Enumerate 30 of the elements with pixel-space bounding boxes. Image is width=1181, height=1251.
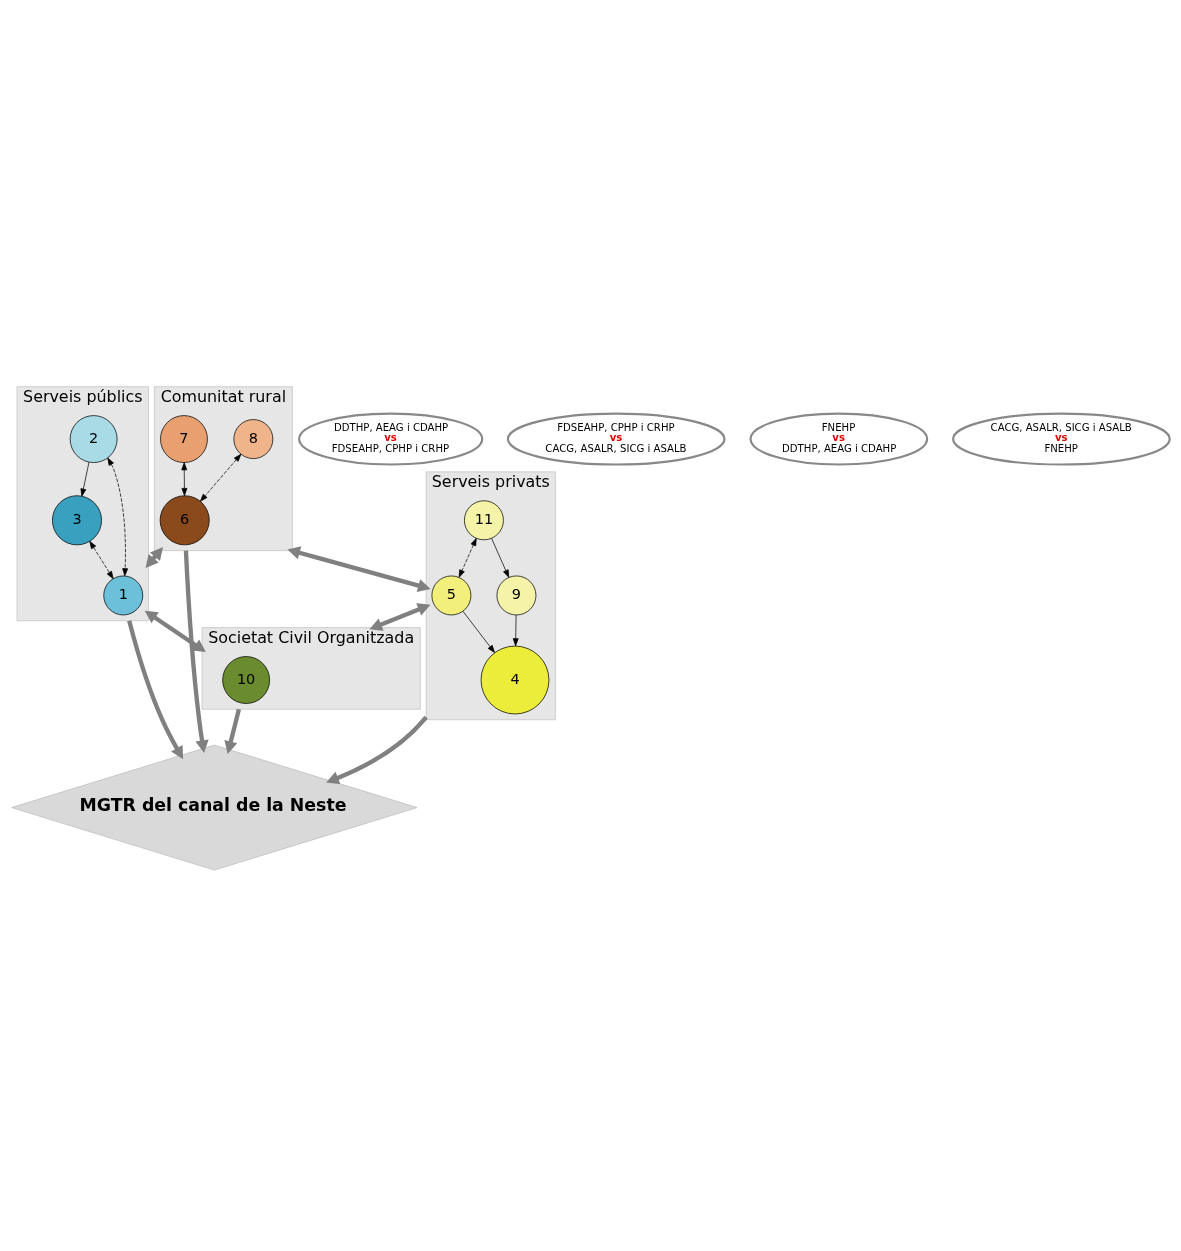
- node-circle: 3: [52, 495, 102, 546]
- arrow: [491, 537, 510, 578]
- arrow: [224, 708, 242, 754]
- arrow: [183, 550, 209, 754]
- node-ellipse: FNEHP vs DDTHP, AEAG i CDAHP: [749, 412, 929, 466]
- arrow: [458, 537, 477, 578]
- arrow: [326, 715, 428, 785]
- node-circle: 1: [103, 575, 144, 616]
- arrow: [512, 614, 519, 647]
- node-circle: 10: [222, 656, 270, 704]
- arrow: [127, 620, 184, 760]
- arrow: [181, 462, 188, 496]
- arrow: [369, 603, 431, 631]
- node-circle: 5: [431, 575, 472, 616]
- arrow: [80, 461, 90, 497]
- node-ellipse: CACG, ASALR, SICG i ASALB vs FNEHP: [952, 412, 1171, 466]
- node-circle: 8: [233, 419, 274, 459]
- node-circle: 2: [69, 415, 118, 463]
- arrow: [89, 541, 114, 579]
- arrow: [200, 453, 242, 502]
- node-ellipse: DDTHP, AEAG i CDAHP vs FDSEAHP, CPHP i CRHP: [298, 412, 484, 466]
- node-circle: 11: [464, 500, 504, 541]
- arrow: [145, 547, 163, 568]
- arrow: [107, 457, 129, 577]
- arrow: [287, 546, 431, 592]
- arrow: [144, 610, 206, 653]
- node-circle: 9: [496, 575, 537, 616]
- node-ellipse: FDSEAHP, CPHP i CRHP vs CACG, ASALR, SICG i ASALB: [506, 412, 726, 466]
- node-circle: 7: [160, 415, 208, 463]
- arrow: [462, 610, 495, 653]
